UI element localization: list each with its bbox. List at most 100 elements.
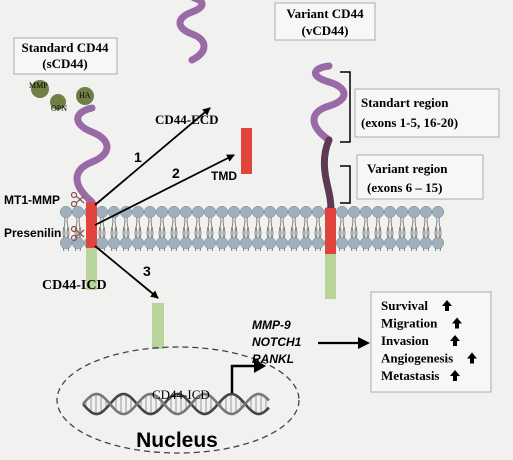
region-brackets <box>340 71 351 204</box>
lipid-head <box>359 205 373 219</box>
lipid-head <box>251 236 265 250</box>
standard-cd44-box: Standard CD44 (sCD44) <box>13 37 118 75</box>
variant-region-box: Variant region (exons 6 – 15) <box>356 154 484 200</box>
up-arrow-icon <box>450 335 460 346</box>
lipid-head <box>239 205 253 219</box>
lipid-head <box>131 205 145 219</box>
lipid-head <box>95 236 109 250</box>
variant-cd44-box: Variant CD44 (vCD44) <box>274 2 376 41</box>
lipid-head <box>275 236 289 250</box>
target-genes: MMP-9 NOTCH1 RANKL <box>252 318 370 366</box>
up-arrow-icon <box>452 317 462 329</box>
standard-region-exons: (exons 1-5, 16-20) <box>361 115 458 130</box>
lipid-head <box>287 236 301 250</box>
step-2-label: 2 <box>172 165 180 181</box>
ha-ligand <box>76 87 94 105</box>
step-1-label: 1 <box>134 149 142 165</box>
gene-mmp9: MMP-9 <box>252 318 291 332</box>
ha-label: HA <box>79 91 91 100</box>
variant-title-line1: Variant CD44 <box>286 6 364 21</box>
lipid-head <box>251 205 265 219</box>
lipid-head <box>239 236 253 250</box>
lipid-head <box>71 205 85 219</box>
lipid-head <box>59 205 73 219</box>
lipid-head <box>155 236 169 250</box>
lipid-head <box>407 236 421 250</box>
outcome-arrowhead <box>358 337 370 349</box>
lipid-head <box>287 205 301 219</box>
lipid-head <box>95 205 109 219</box>
outcome-item: Migration <box>381 316 438 331</box>
outcome-item: Metastasis <box>381 368 440 383</box>
nucleus-icd-label: CD44-ICD <box>152 387 210 402</box>
lipid-head <box>131 236 145 250</box>
lipid-head <box>371 236 385 250</box>
dna-strand <box>82 392 270 416</box>
transcription-arrow <box>230 364 256 393</box>
gene-notch1: NOTCH1 <box>252 335 302 349</box>
lipid-head <box>143 236 157 250</box>
lipid-head <box>155 205 169 219</box>
lipid-head <box>263 236 277 250</box>
lipid-head <box>203 205 217 219</box>
lipid-head <box>203 236 217 250</box>
outcome-item: Survival <box>381 298 428 313</box>
released-ecd-coil <box>176 0 208 64</box>
lipid-head <box>299 236 313 250</box>
variant-cd44-receptor <box>310 62 348 299</box>
scissors-icon <box>70 225 85 242</box>
lipid-head <box>107 236 121 250</box>
ligands: MMP HA OPN <box>29 80 94 113</box>
variant-standard-coil <box>310 62 348 144</box>
dna-strand <box>82 392 270 416</box>
lipid-head <box>383 205 397 219</box>
lipid-head <box>347 236 361 250</box>
lipid-head <box>167 205 181 219</box>
lipid-head <box>215 205 229 219</box>
presenilin: Presenilin <box>4 225 85 242</box>
lipid-head <box>167 236 181 250</box>
lipid-head <box>419 205 433 219</box>
up-arrow-icon <box>467 352 477 364</box>
lipid-head <box>227 205 241 219</box>
lipid-head <box>311 205 325 219</box>
lipid-head <box>119 236 133 250</box>
lipid-head <box>431 236 445 250</box>
lipid-head <box>419 236 433 250</box>
arrow-3 <box>94 245 159 299</box>
standard-ecd-coil <box>73 104 111 206</box>
variant-region-title: Variant region <box>367 161 448 176</box>
standard-title-line2: (sCD44) <box>42 56 88 71</box>
standard-region-title: Standart region <box>361 95 449 110</box>
up-arrow-icon <box>450 370 460 381</box>
nucleus: CD44-ICD Nucleus <box>56 346 300 454</box>
lipid-head <box>263 205 277 219</box>
lipid-head <box>59 236 73 250</box>
lipid-head <box>395 205 409 219</box>
lipid-head <box>71 236 85 250</box>
arrow-2 <box>94 154 235 226</box>
lipid-head <box>227 236 241 250</box>
standard-icd <box>86 248 97 290</box>
lipid-head <box>275 205 289 219</box>
variant-region-bracket <box>340 165 351 204</box>
lipid-head <box>335 236 349 250</box>
mt1-mmp: MT1-MMP <box>4 191 85 208</box>
outcome-item: Angiogenesis <box>381 351 453 366</box>
standard-title-line1: Standard CD44 <box>21 40 109 55</box>
lipid-head <box>407 205 421 219</box>
presenilin-label: Presenilin <box>4 226 61 240</box>
cd44-icd-label: CD44-ICD <box>42 278 107 293</box>
variant-title-line2: (vCD44) <box>302 23 349 38</box>
transcription-arrowhead <box>254 359 266 373</box>
lipid-head <box>311 236 325 250</box>
mmp-label: MMP <box>29 81 48 90</box>
lipid-head <box>179 236 193 250</box>
outcome-item: Invasion <box>381 333 429 348</box>
lipid-head <box>179 205 193 219</box>
standard-region-bracket <box>340 71 351 143</box>
variant-region-segment <box>320 136 335 214</box>
standard-cd44-receptor <box>73 104 111 290</box>
